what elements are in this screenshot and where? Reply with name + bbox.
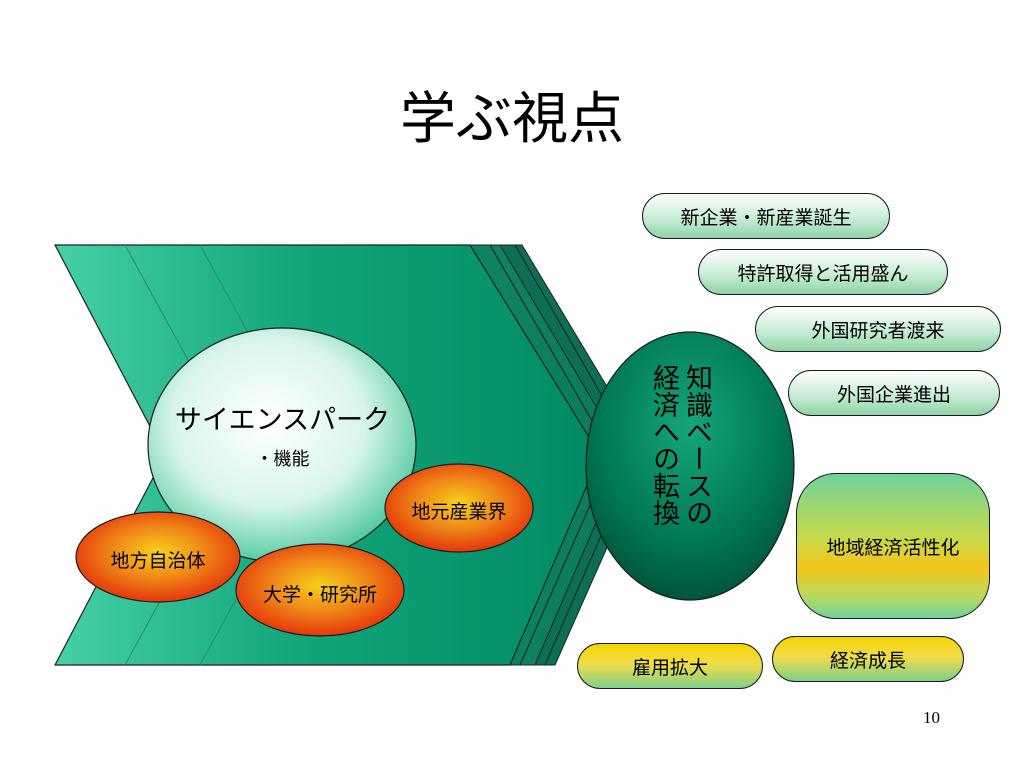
knowledge-economy-oval: [585, 331, 795, 601]
outcome-economic-growth: 経済成長: [772, 636, 964, 682]
outcome-foreign-companies: 外国企業進出: [788, 370, 1000, 416]
page-title: 学ぶ視点: [400, 87, 624, 152]
science-park-title: サイエンスパーク: [174, 405, 391, 436]
science-park-subtitle: ・機能: [255, 449, 310, 471]
chevron-stripe: [489, 244, 613, 456]
page-number: 10: [923, 708, 940, 727]
knowledge-economy-text: 知識ベースの 経済への転換: [648, 364, 712, 564]
outcome-employment: 雇用拡大: [577, 643, 763, 689]
science-park-label: サイエンスパーク ・機能: [160, 405, 405, 471]
outcome-new-industry: 新企業・新産業誕生: [642, 193, 890, 239]
local-government-label: 地方自治体: [110, 550, 206, 572]
local-government-ellipse: [75, 511, 241, 603]
outcome-patents: 特許取得と活用盛ん: [698, 249, 948, 295]
local-industry-ellipse: [384, 463, 534, 553]
outcome-regional-revitalization: 地域経済活性化: [796, 473, 990, 619]
university-label: 大学・研究所: [262, 584, 377, 606]
knowledge-economy-line-2: 経済への転換: [648, 364, 679, 526]
local-industry-label: 地元産業界: [411, 501, 507, 523]
outcome-foreign-researchers: 外国研究者渡来: [755, 306, 1001, 352]
university-ellipse: [235, 543, 405, 637]
knowledge-economy-line-1: 知識ベースの: [681, 364, 712, 526]
